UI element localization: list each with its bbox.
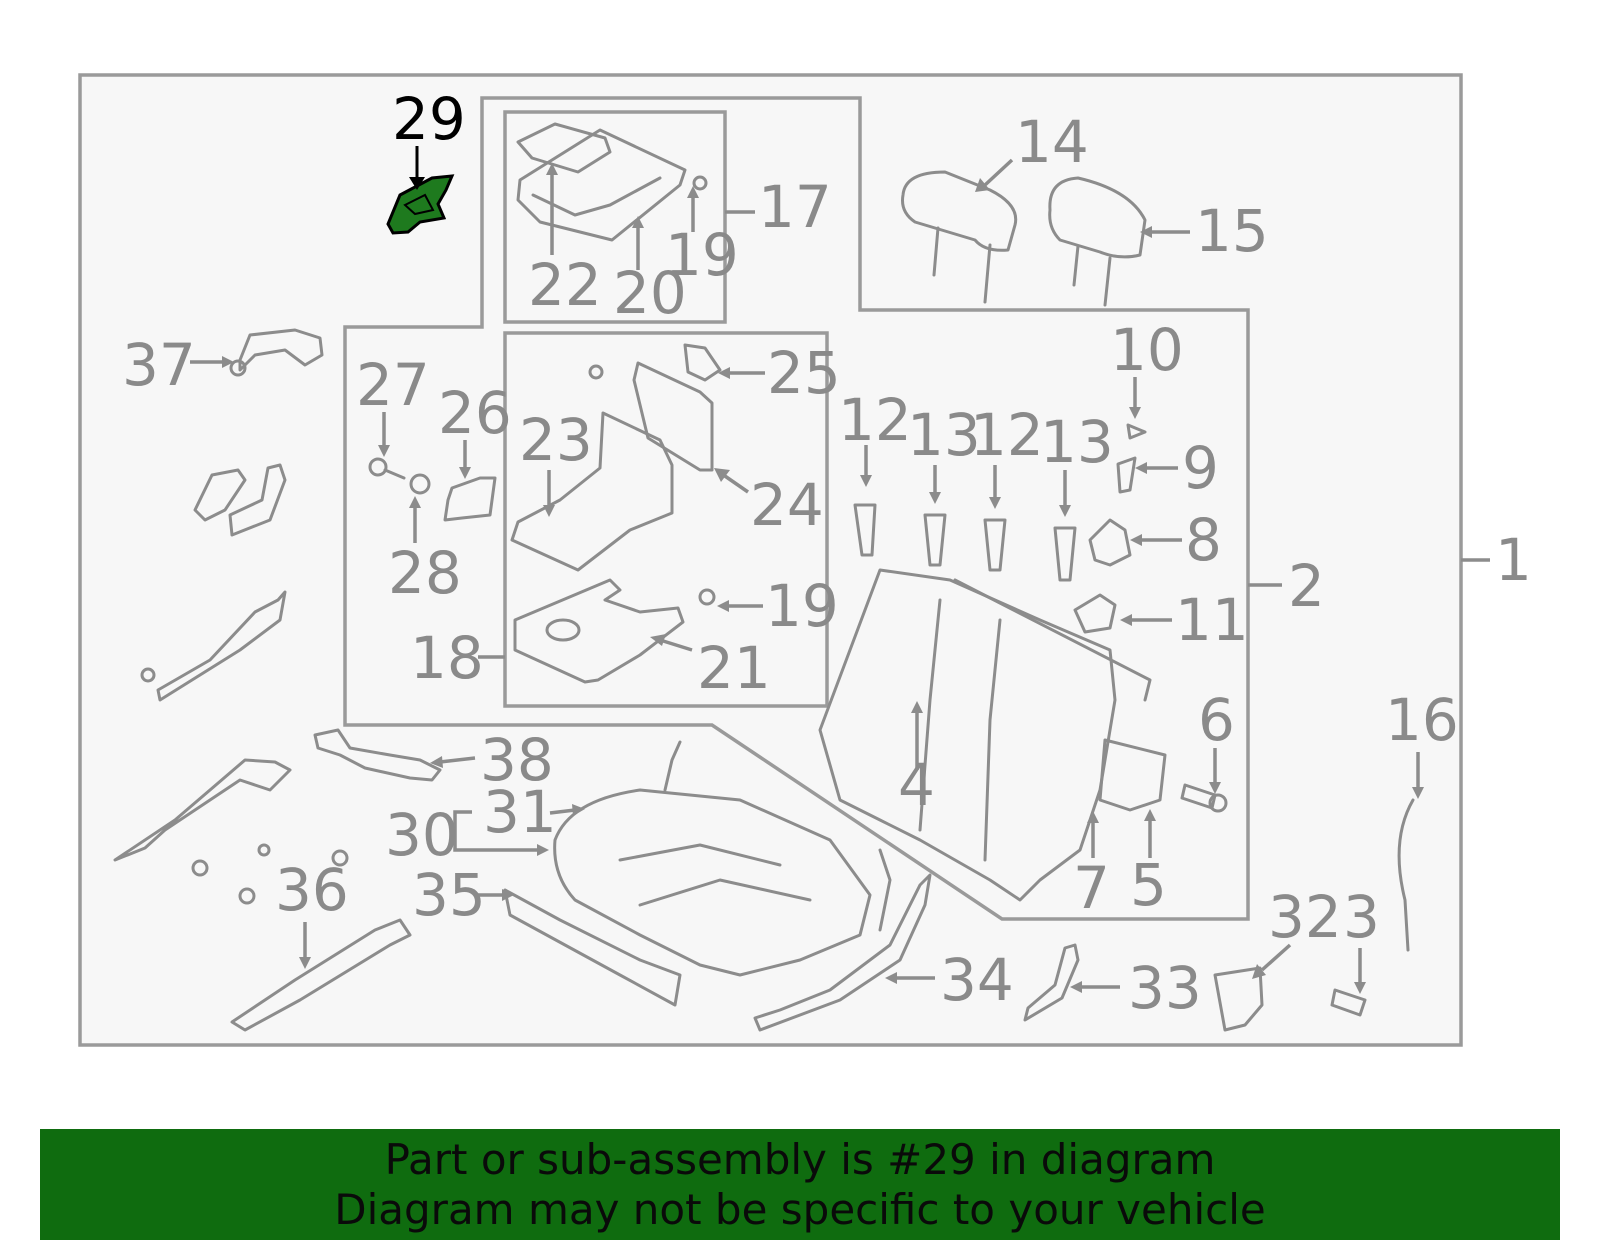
callout-33: 33 — [1128, 954, 1202, 1022]
part-4-seatback — [818, 568, 1152, 902]
callout-7: 7 — [1073, 854, 1110, 922]
part-lower-rail — [113, 758, 292, 862]
callout-29: 29 — [392, 85, 466, 153]
part-5-bracket — [1098, 738, 1167, 812]
part-9-bushing — [1116, 456, 1137, 494]
callout-16: 16 — [1385, 686, 1459, 754]
callout-28: 28 — [388, 539, 462, 607]
callout-3: 3 — [1343, 883, 1380, 951]
callout-36: 36 — [275, 856, 349, 924]
part-36-rail — [230, 918, 412, 1032]
callout-labels: 29 14 17 15 22 20 19 37 27 26 25 10 12 1… — [122, 85, 1532, 1022]
callout-9: 9 — [1182, 434, 1219, 502]
part-35-trim — [503, 888, 682, 1007]
leader-lines — [190, 158, 1424, 994]
callout-1: 1 — [1495, 526, 1532, 594]
callout-26: 26 — [438, 379, 512, 447]
part-34-trim — [753, 873, 932, 1032]
callout-37: 37 — [122, 331, 196, 399]
callout-25: 25 — [767, 339, 841, 407]
callout-12-b: 12 — [970, 401, 1044, 469]
part-27-bolt — [368, 457, 406, 480]
part-16-cable — [1397, 798, 1415, 952]
callout-31: 31 — [483, 778, 557, 846]
info-banner: Part or sub-assembly is #29 in diagram D… — [40, 1129, 1560, 1240]
part-29-highlighted[interactable] — [386, 174, 455, 235]
part-23-tray — [510, 411, 674, 572]
banner-line-disclaimer: Diagram may not be specific to your vehi… — [334, 1184, 1266, 1234]
part-24-panel — [632, 361, 714, 472]
callout-21: 21 — [697, 634, 771, 702]
part-14-headrest — [901, 170, 1018, 304]
part-28-washer — [409, 473, 431, 495]
part-26-bracket — [443, 476, 497, 522]
callout-13-b: 13 — [1040, 408, 1114, 476]
callout-14: 14 — [1015, 108, 1089, 176]
part-trim-strip — [228, 463, 287, 537]
part-37-cover — [238, 328, 324, 372]
part-trim-cover-left — [193, 468, 247, 522]
part-34-edge — [878, 848, 892, 932]
callout-20: 20 — [613, 259, 687, 327]
part-32-bracket — [1213, 966, 1264, 1032]
banner-line-part-number: Part or sub-assembly is #29 in diagram — [384, 1134, 1216, 1184]
armrest-box-lower — [503, 331, 829, 708]
part-38-harness — [313, 728, 442, 782]
callout-4: 4 — [898, 751, 935, 819]
exploded-parts-diagram: 29 14 17 15 22 20 19 37 27 26 25 10 12 1… — [78, 73, 1532, 1047]
callout-32: 32 — [1268, 883, 1342, 951]
screw-icon — [588, 364, 604, 380]
callout-12: 12 — [838, 386, 912, 454]
subassembly-outline — [343, 96, 1250, 921]
callout-11: 11 — [1175, 586, 1249, 654]
part-12-guide — [853, 503, 877, 557]
callout-30: 30 — [385, 801, 459, 869]
part-25-clip — [683, 343, 722, 382]
callout-34: 34 — [940, 946, 1014, 1014]
callout-15: 15 — [1195, 197, 1269, 265]
part-10-clip — [1126, 423, 1147, 440]
diagram-background — [80, 75, 1461, 1045]
part-11-cover — [1073, 593, 1117, 634]
callout-23: 23 — [519, 406, 593, 474]
callout-35: 35 — [412, 861, 486, 929]
callout-22: 22 — [528, 251, 602, 319]
part-13-guide-b — [1053, 526, 1077, 582]
part-8-latch — [1088, 518, 1132, 567]
callout-19-bottom: 19 — [765, 572, 839, 640]
part-33-trim — [1023, 943, 1080, 1022]
part-3-bolt — [1330, 988, 1367, 1017]
part-side-rail — [156, 590, 287, 702]
part-17-armrest-assembly — [516, 122, 708, 242]
part-18-armrest-base — [513, 578, 685, 684]
callout-8: 8 — [1185, 506, 1222, 574]
callout-19-top: 19 — [665, 221, 739, 289]
callout-24: 24 — [750, 471, 824, 539]
callout-2: 2 — [1288, 552, 1325, 620]
part-19-screw — [698, 588, 716, 606]
callout-10: 10 — [1110, 316, 1184, 384]
callout-27: 27 — [356, 351, 430, 419]
callout-13: 13 — [907, 401, 981, 469]
callout-38: 38 — [480, 726, 554, 794]
part-12-guide-b — [983, 518, 1007, 572]
part-15-headrest — [1048, 176, 1147, 307]
callout-5: 5 — [1130, 851, 1167, 919]
callout-17: 17 — [758, 173, 832, 241]
part-13-guide — [923, 513, 947, 567]
callout-18: 18 — [410, 624, 484, 692]
callout-6: 6 — [1198, 686, 1235, 754]
armrest-box-upper — [503, 110, 727, 324]
